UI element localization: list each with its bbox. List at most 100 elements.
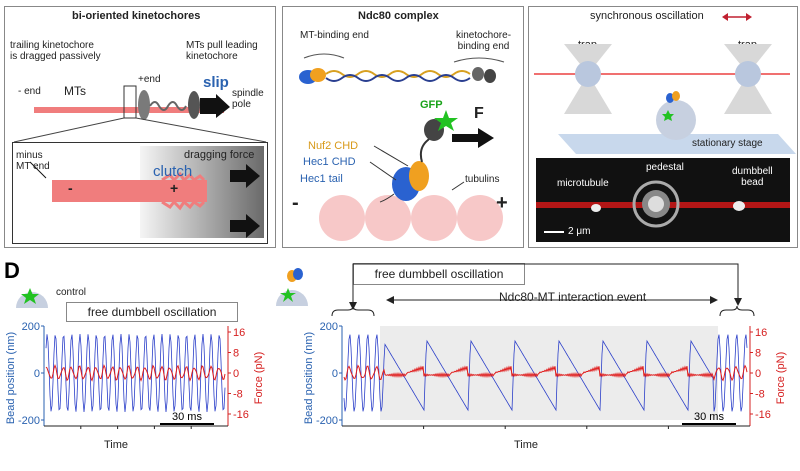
tubulin-2 bbox=[365, 195, 411, 241]
stage-label: stationary stage bbox=[692, 138, 763, 149]
zoom-box bbox=[123, 85, 137, 119]
b-plus: + bbox=[496, 192, 508, 214]
gfp-label: GFP bbox=[420, 99, 443, 111]
mts-label: MTs bbox=[64, 84, 86, 98]
panel-a-zoom-diagram bbox=[29, 146, 264, 238]
control-label: control bbox=[56, 287, 87, 298]
c-gfp-star bbox=[662, 110, 674, 121]
panel-d-annotation-lines bbox=[331, 263, 755, 317]
left-tick-label: 200 bbox=[320, 321, 338, 333]
plot-left: 200 0 -200 16 8 0 -8 -16 Bead position (nm) Force… bbox=[5, 321, 265, 451]
scale-label: 2 μm bbox=[568, 226, 591, 237]
right-axis-title: Force (pN) bbox=[775, 352, 787, 405]
kinetochore-binding-end-label: kinetochore-binding end bbox=[456, 30, 512, 52]
stage-surface bbox=[558, 134, 796, 154]
sync-label: synchronous oscillation bbox=[590, 10, 704, 22]
tubulins-label: tubulins bbox=[465, 174, 500, 185]
nuf2-chd bbox=[409, 161, 429, 191]
left-axis-title: Bead position (nm) bbox=[5, 332, 17, 424]
x-axis-title: Time bbox=[514, 439, 538, 451]
pedestal-bead bbox=[656, 100, 696, 140]
plus-end-label: +end bbox=[138, 74, 161, 85]
free-osc-right-label: free dumbbell oscillation bbox=[374, 267, 504, 281]
right-tick-label: 16 bbox=[755, 327, 767, 339]
panel-a-zoom-lines bbox=[13, 117, 267, 143]
scalebar-label: 30 ms bbox=[694, 411, 724, 423]
interaction-region bbox=[380, 326, 718, 420]
minus-end-label: - end bbox=[18, 86, 41, 97]
left-tick-label: 0 bbox=[34, 368, 40, 380]
panel-c-trap-diagram bbox=[534, 44, 796, 154]
panel-d-letter: D bbox=[4, 258, 20, 283]
left-tick-label: -200 bbox=[316, 415, 338, 427]
sync-arrow bbox=[722, 13, 752, 21]
free-osc-left-label: free dumbbell oscillation bbox=[87, 305, 217, 319]
right-tick-label: -8 bbox=[755, 389, 765, 401]
right-tick-label: 0 bbox=[755, 368, 761, 380]
top-spc24 bbox=[472, 67, 484, 81]
microtubule-label: microtubule bbox=[557, 178, 609, 189]
bead-position-trace bbox=[343, 334, 748, 412]
panel-b-title: Ndc80 complex bbox=[358, 10, 439, 22]
hec1-chd-label: Hec1 CHD bbox=[303, 156, 356, 168]
plot-right: 200 0 -200 16 8 0 -8 -16 Bead position (nm) Force… bbox=[303, 321, 787, 451]
dragging-force-label: dragging force bbox=[184, 149, 255, 161]
top-spc25 bbox=[484, 69, 496, 83]
left-axis-title: Bead position (nm) bbox=[303, 332, 315, 424]
ndc80-bead-icon bbox=[276, 268, 308, 306]
pull-arrow bbox=[200, 94, 230, 118]
pedestal-label: pedestal bbox=[646, 162, 684, 173]
force-trace bbox=[343, 364, 748, 382]
panel-a-title: bi-oriented kinetochores bbox=[72, 10, 201, 22]
right-axis-title: Force (pN) bbox=[253, 352, 265, 405]
b-minus: - bbox=[292, 192, 299, 214]
clutch-label: clutch bbox=[153, 163, 193, 180]
x-axis-title: Time bbox=[104, 439, 128, 451]
leading-kinetochore bbox=[188, 91, 200, 119]
left-tick-label: 200 bbox=[22, 321, 40, 333]
minus-pointer bbox=[29, 161, 47, 179]
force-label: F bbox=[474, 105, 484, 122]
right-tick-label: 16 bbox=[233, 327, 245, 339]
right-tick-label: -16 bbox=[233, 409, 249, 421]
gfp-star bbox=[434, 110, 458, 131]
force-trace bbox=[45, 364, 226, 382]
micrograph-image bbox=[536, 180, 790, 233]
right-tick-label: 8 bbox=[233, 348, 239, 360]
slip-label: slip bbox=[203, 74, 229, 91]
scalebar-label: 30 ms bbox=[172, 411, 202, 423]
tubulin-1 bbox=[319, 195, 365, 241]
free-osc-left-box: free dumbbell oscillation bbox=[66, 302, 238, 322]
zoom-plus: + bbox=[170, 180, 179, 196]
right-tick-label: -8 bbox=[233, 389, 243, 401]
bead-position-trace bbox=[45, 333, 226, 413]
panel-b-bottom-diagram bbox=[319, 110, 503, 241]
hec1-tail-label: Hec1 tail bbox=[300, 173, 343, 185]
drag-arrow-top bbox=[230, 164, 260, 188]
zoom-minus: - bbox=[68, 180, 73, 196]
panel-a-top-diagram bbox=[34, 85, 230, 120]
spc24-spc25 bbox=[424, 119, 444, 141]
tubulin-3 bbox=[411, 195, 457, 241]
right-tick-label: 0 bbox=[233, 368, 239, 380]
right-tick-label: 8 bbox=[755, 348, 761, 360]
tubulin-4 bbox=[457, 195, 503, 241]
right-bead bbox=[735, 61, 761, 87]
panel-b-top-diagram bbox=[299, 53, 505, 84]
left-tick-label: 0 bbox=[332, 368, 338, 380]
control-bead-icon bbox=[16, 288, 48, 308]
mt-binding-end-label: MT-binding end bbox=[300, 30, 369, 41]
trailing-kinetochore bbox=[138, 90, 150, 120]
nuf2-label: Nuf2 CHD bbox=[308, 140, 359, 152]
micrograph bbox=[536, 158, 790, 242]
mt-zoom-bar bbox=[52, 180, 207, 202]
right-tick-label: -16 bbox=[755, 409, 771, 421]
left-tick-label: -200 bbox=[18, 415, 40, 427]
drag-arrow-bottom bbox=[230, 214, 260, 238]
